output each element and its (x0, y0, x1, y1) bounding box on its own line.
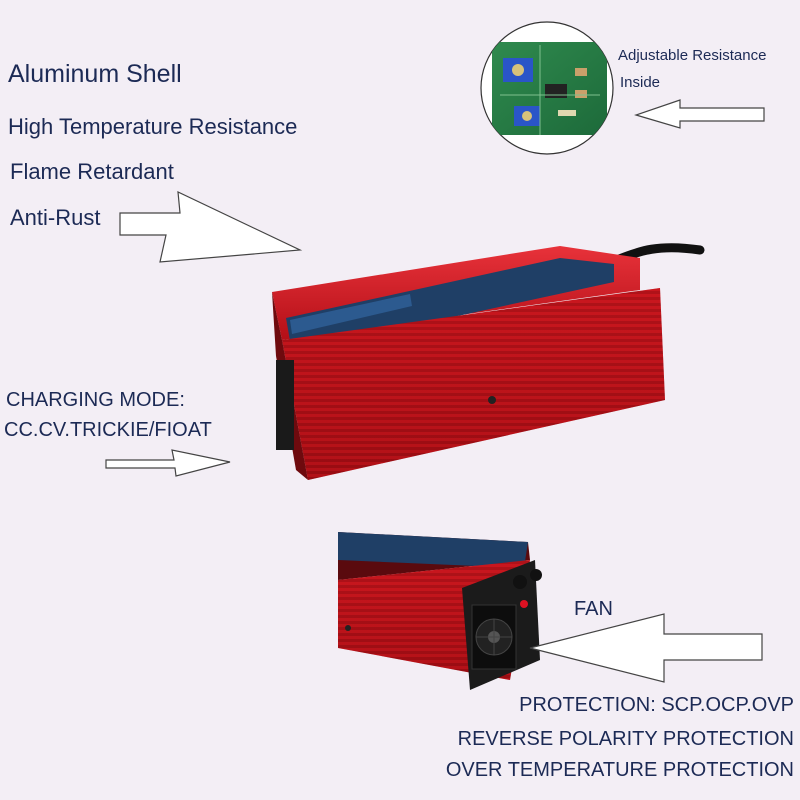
fan-label: FAN (574, 598, 613, 620)
protection-line-1: PROTECTION: SCP.OCP.OVP (519, 694, 794, 716)
charging-mode-title: CHARGING MODE: (6, 389, 185, 411)
protection-line-3: OVER TEMPERATURE PROTECTION (445, 759, 794, 781)
protection-line-2: REVERSE POLARITY PROTECTION (457, 728, 794, 750)
arrow-to-shell (119, 191, 303, 263)
feature-aluminum-shell: Aluminum Shell (8, 60, 182, 88)
feature-flame-retardant: Flame Retardant (10, 159, 174, 184)
feature-high-temp: High Temperature Resistance (8, 114, 298, 139)
pcb-inset (480, 21, 614, 155)
fan-icon (471, 604, 517, 670)
charger-fan-closeup (338, 532, 542, 690)
charging-mode-values: CC.CV.TRICKIE/FIOAT (4, 419, 212, 441)
arrow-charging-mode (105, 449, 231, 477)
arrow-to-inset (634, 99, 765, 129)
arrow-to-fan (529, 613, 763, 683)
inset-label-line2: Inside (620, 74, 661, 91)
charger-main (272, 243, 705, 480)
inset-label-line1: Adjustable Resistance (618, 47, 767, 64)
feature-anti-rust: Anti-Rust (10, 205, 101, 230)
